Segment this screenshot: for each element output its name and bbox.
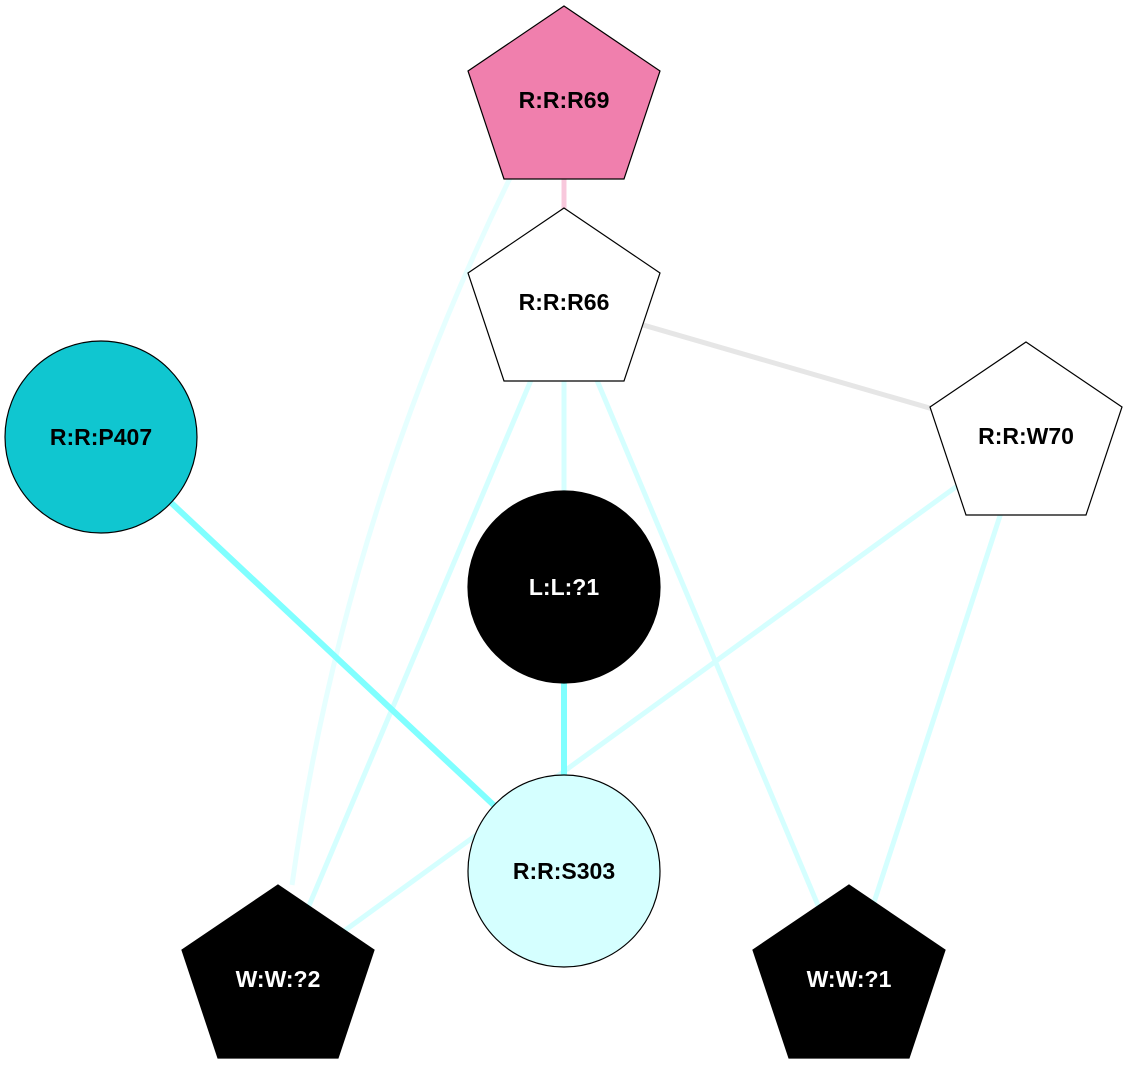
node-w-w-1[interactable]: W:W:?1 <box>752 884 946 1059</box>
pentagon-node-shape <box>929 341 1123 516</box>
circle-node-shape <box>4 340 198 534</box>
pentagon-node-shape <box>181 884 375 1059</box>
node-label: R:R:S303 <box>513 858 615 884</box>
node-l-l-1[interactable]: L:L:?1 <box>467 490 661 684</box>
pentagon-node-shape <box>752 884 946 1059</box>
pentagon-node-shape <box>467 207 661 382</box>
node-label: R:R:W70 <box>978 423 1074 449</box>
circle-node-shape <box>467 774 661 968</box>
edge-r-r-r69-to-w-w-2 <box>289 176 513 886</box>
edge-r-r-r66-to-w-w-1 <box>561 301 852 980</box>
node-label: W:W:?2 <box>236 966 321 992</box>
node-r-r-r66[interactable]: R:R:R66 <box>467 207 661 382</box>
node-r-r-r69[interactable]: R:R:R69 <box>467 5 661 180</box>
node-label: R:R:R66 <box>519 289 610 315</box>
edge-r-r-w70-to-w-w-2 <box>276 433 1028 982</box>
node-r-r-s303[interactable]: R:R:S303 <box>467 774 661 968</box>
node-label: R:R:P407 <box>50 424 152 450</box>
node-label: L:L:?1 <box>529 574 599 600</box>
node-r-r-w70[interactable]: R:R:W70 <box>929 341 1123 516</box>
pentagon-node-shape <box>467 5 661 180</box>
edge-r-r-r66-to-w-w-2 <box>275 301 567 980</box>
node-r-r-p407[interactable]: R:R:P407 <box>4 340 198 534</box>
node-label: R:R:R69 <box>519 87 610 113</box>
node-label: W:W:?1 <box>807 966 892 992</box>
circle-node-shape <box>467 490 661 684</box>
edge-r-r-p407-to-r-r-s303 <box>98 434 567 874</box>
edge-r-r-w70-to-w-w-1 <box>846 435 1029 980</box>
node-w-w-2[interactable]: W:W:?2 <box>181 884 375 1059</box>
